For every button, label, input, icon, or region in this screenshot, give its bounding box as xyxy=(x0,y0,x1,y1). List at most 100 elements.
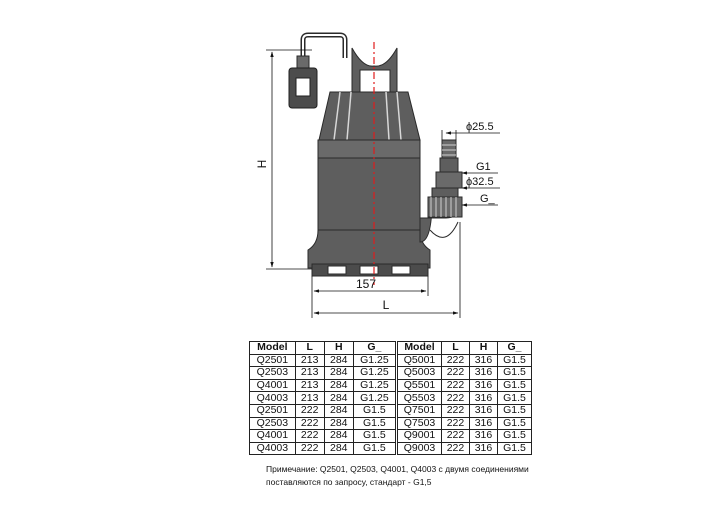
table-cell: G1.25 xyxy=(352,366,397,380)
float-switch xyxy=(288,32,348,109)
table-cell: Q7501 xyxy=(397,403,442,418)
table-cell: G1.5 xyxy=(352,403,397,418)
table-cell: Q4001 xyxy=(249,378,296,393)
outlet-elbow xyxy=(419,139,463,246)
table-cell: Q9003 xyxy=(397,441,442,456)
table-cell: G1.5 xyxy=(496,441,533,456)
table-cell: G1.5 xyxy=(352,441,397,456)
table-cell: Q5001 xyxy=(397,353,442,368)
table-cell: Q4003 xyxy=(249,391,296,405)
table-cell: Q7503 xyxy=(397,416,442,431)
table-cell: G1.5 xyxy=(496,403,533,418)
table-cell: G1.5 xyxy=(496,378,533,393)
table-cell: 316 xyxy=(468,416,498,431)
table-cell: 222 xyxy=(440,391,470,405)
thread-callout-base: G_ xyxy=(461,193,498,207)
table-header-row: Model L H G_ xyxy=(249,341,397,355)
column-header: Model xyxy=(249,341,296,355)
table-header-row: Model L H G_ xyxy=(397,341,533,355)
column-header: G_ xyxy=(496,341,533,355)
table-cell: 284 xyxy=(323,441,354,456)
table-cell: 284 xyxy=(323,391,354,405)
height-dimension: H xyxy=(255,49,312,270)
column-header: Model xyxy=(397,341,442,355)
table-cell: Q5503 xyxy=(397,391,442,405)
table-cell: 316 xyxy=(468,391,498,405)
table-cell: 222 xyxy=(294,403,325,418)
base-thread-label: G_ xyxy=(480,193,496,205)
table-cell: 284 xyxy=(323,429,354,443)
table-cell: 316 xyxy=(468,441,498,456)
table-cell: 316 xyxy=(468,366,498,380)
table-cell: 222 xyxy=(440,429,470,443)
table-cell: G1.25 xyxy=(352,353,397,368)
footnote: Примечание: Q2501, Q2503, Q4001, Q4003 с… xyxy=(266,463,566,489)
table-cell: Q2503 xyxy=(249,416,296,431)
table-cell: 284 xyxy=(323,353,354,368)
column-header: L xyxy=(294,341,325,355)
base-width-label: 157 xyxy=(356,277,376,291)
diameter-callout-outlet: ϕ32.5 xyxy=(461,176,500,190)
table-cell: 222 xyxy=(440,403,470,418)
column-header: G_ xyxy=(352,341,397,355)
table-cell: G1.25 xyxy=(352,378,397,393)
table-cell: 222 xyxy=(440,353,470,368)
outlet-diameter-label: ϕ32.5 xyxy=(466,176,494,188)
table-cell: 284 xyxy=(323,378,354,393)
thread-callout-outlet: G1 xyxy=(461,161,498,175)
base-width-dimension: 157 xyxy=(311,276,429,296)
table-cell: G1.5 xyxy=(496,353,533,368)
hose-diameter-label: ϕ25.5 xyxy=(466,121,494,133)
footnote-line-2: поставляются по запросу, стандарт - G1,5 xyxy=(266,477,432,487)
column-header: H xyxy=(468,341,498,355)
table-cell: 213 xyxy=(294,353,325,368)
table-cell: Q4003 xyxy=(249,441,296,456)
table-cell: G1.5 xyxy=(496,416,533,431)
table-cell: G1.5 xyxy=(352,416,397,431)
footnote-line-1: Примечание: Q2501, Q2503, Q4001, Q4003 с… xyxy=(266,464,529,474)
table-cell: Q2501 xyxy=(249,353,296,368)
table-cell: G1.5 xyxy=(496,391,533,405)
table-cell: 284 xyxy=(323,416,354,431)
table-cell: Q5003 xyxy=(397,366,442,380)
table-cell: 316 xyxy=(468,378,498,393)
table-cell: 213 xyxy=(294,378,325,393)
table-cell: 316 xyxy=(468,429,498,443)
diameter-callout-hose: ϕ25.5 xyxy=(441,121,500,140)
table-cell: G1.25 xyxy=(352,391,397,405)
table-cell: 316 xyxy=(468,353,498,368)
table-cell: Q2503 xyxy=(249,366,296,380)
table-cell: 222 xyxy=(440,416,470,431)
column-header: L xyxy=(440,341,470,355)
table-cell: 222 xyxy=(440,378,470,393)
column-header: H xyxy=(323,341,354,355)
length-label: L xyxy=(383,298,390,312)
table-cell: 284 xyxy=(323,403,354,418)
table-cell: 222 xyxy=(294,416,325,431)
table-cell: G1.5 xyxy=(352,429,397,443)
table-cell: 222 xyxy=(440,441,470,456)
table-cell: 316 xyxy=(468,403,498,418)
table-cell: 222 xyxy=(294,441,325,456)
table-cell: 213 xyxy=(294,391,325,405)
table-cell: G1.5 xyxy=(496,366,533,380)
pump-handle xyxy=(351,47,398,93)
table-cell: 222 xyxy=(294,429,325,443)
outlet-thread-label: G1 xyxy=(476,161,491,173)
motor-housing xyxy=(317,91,421,231)
pump-drawing: H 157 L ϕ25.5 G1 ϕ32.5 G_ xyxy=(255,32,500,318)
table-cell: Q9001 xyxy=(397,429,442,443)
